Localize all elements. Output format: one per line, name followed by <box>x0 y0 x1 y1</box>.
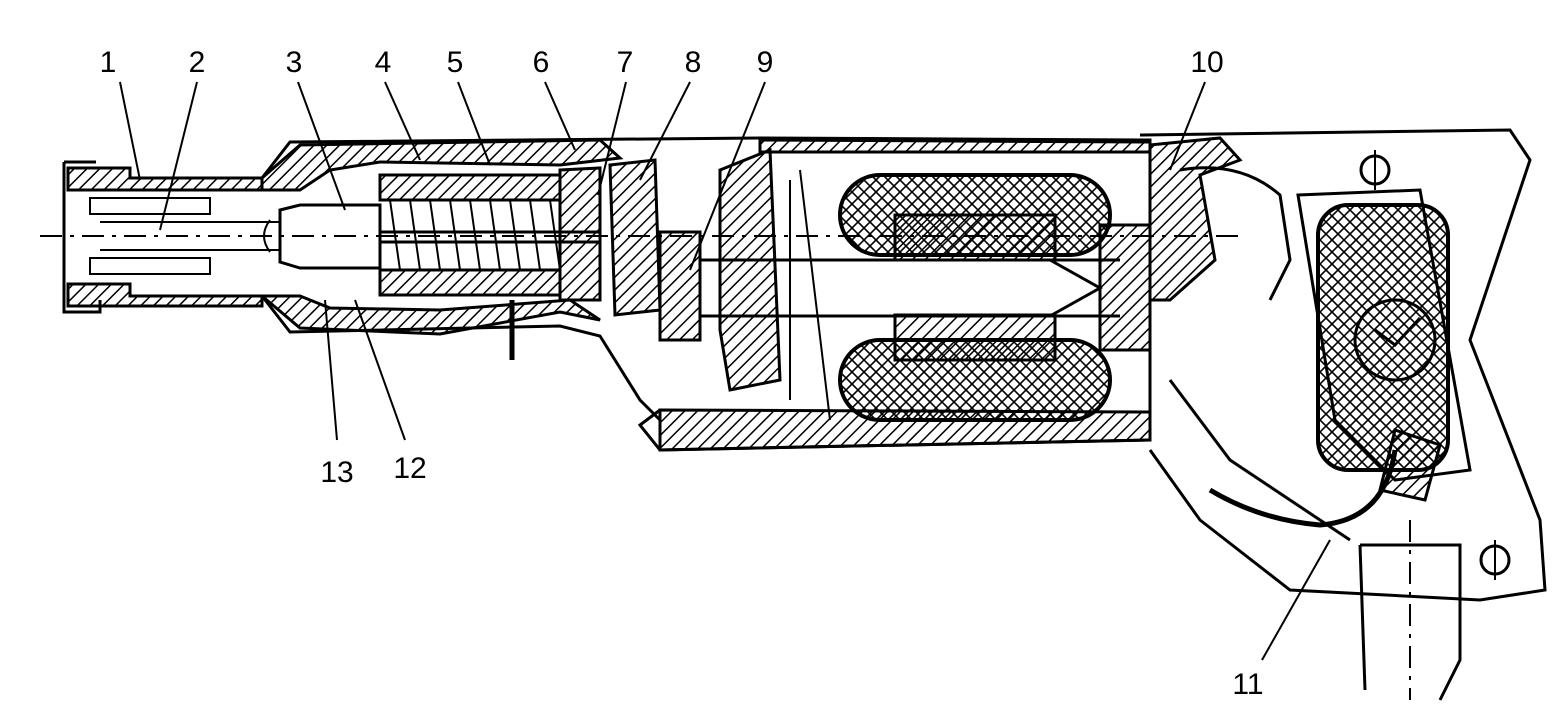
handle <box>1139 128 1547 602</box>
striker <box>263 203 382 270</box>
barrel-housing <box>257 136 761 422</box>
label-5: 5 <box>447 46 464 79</box>
spring-assembly <box>378 166 602 360</box>
label-3: 3 <box>286 46 303 79</box>
motor-stator <box>838 173 1152 422</box>
label-8: 8 <box>685 46 702 79</box>
label-1: 1 <box>100 46 117 79</box>
label-4: 4 <box>375 46 392 79</box>
leader-lines <box>119 81 1331 661</box>
label-11: 11 <box>1232 668 1263 701</box>
trigger-switch <box>1208 428 1442 528</box>
label-13: 13 <box>320 456 353 489</box>
label-2: 2 <box>189 46 206 79</box>
part-labels: 1 2 3 4 5 6 7 8 9 10 11 12 13 <box>100 46 1264 701</box>
label-10: 10 <box>1190 46 1223 79</box>
label-12: 12 <box>393 452 426 485</box>
tool-holder <box>62 160 280 314</box>
power-cable <box>1358 520 1462 701</box>
label-7: 7 <box>617 46 634 79</box>
label-6: 6 <box>533 46 550 79</box>
label-9: 9 <box>757 46 774 79</box>
